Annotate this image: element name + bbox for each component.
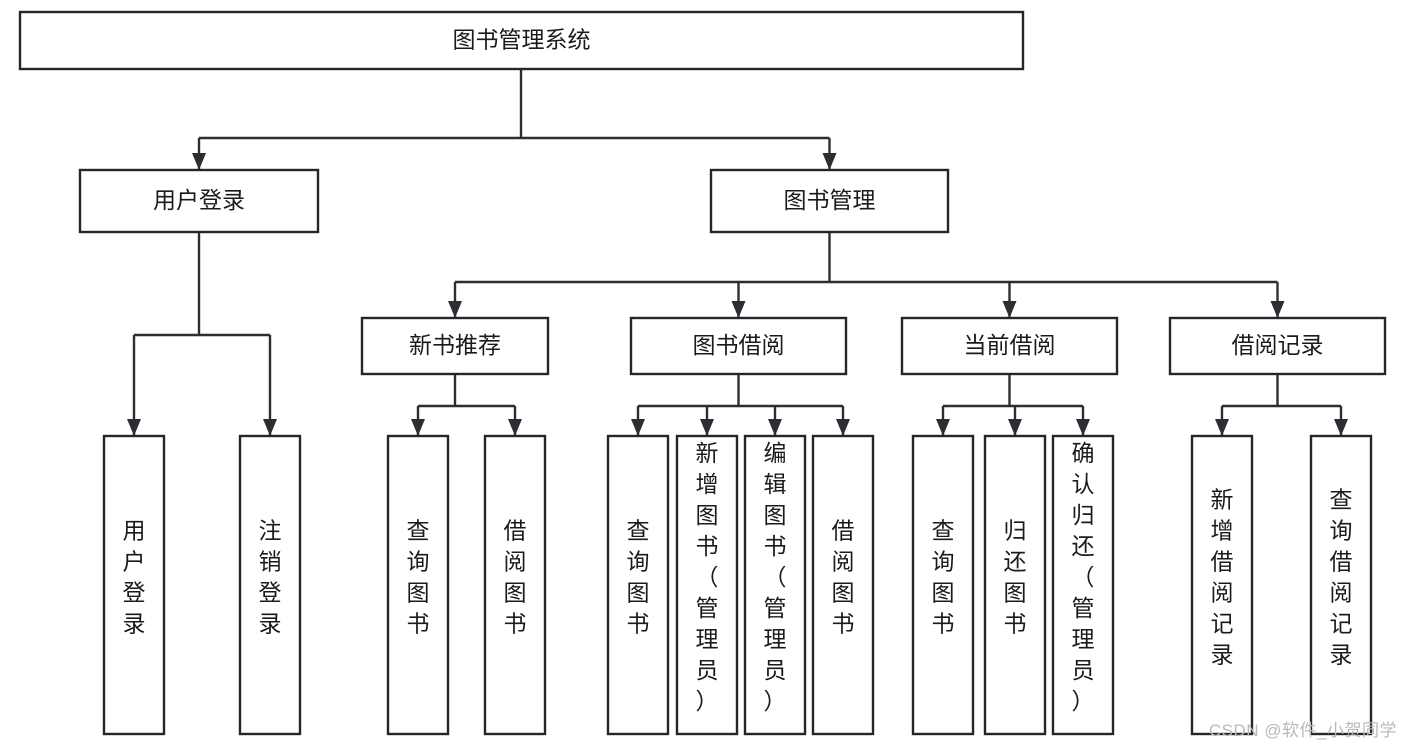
node-leaf-query-book-borrow[interactable]: 查询图书 — [606, 434, 670, 736]
node-label-leaf-logout: 注销登录 — [259, 518, 282, 637]
arrow-to-user-login — [192, 153, 206, 170]
node-leaf-user-login[interactable]: 用户登录 — [102, 434, 166, 736]
node-box-leaf-add-book — [675, 434, 739, 736]
node-box-user-login — [78, 168, 320, 234]
node-label-leaf-add-borrow-record: 新增借阅记录 — [1211, 487, 1234, 668]
node-label-leaf-edit-book: 编辑图书（管理员） — [764, 440, 787, 714]
node-leaf-query-book-current[interactable]: 查询图书 — [911, 434, 975, 736]
node-box-leaf-query-borrow-record — [1309, 434, 1373, 736]
node-label-leaf-return-book: 归还图书 — [1004, 518, 1027, 637]
node-label-borrow-record: 借阅记录 — [1232, 332, 1324, 358]
node-box-book-borrow — [629, 316, 848, 376]
node-book-manage[interactable]: 图书管理 — [709, 168, 950, 234]
arrow-to-current-borrow — [1002, 301, 1017, 318]
node-layer: 图书管理系统用户登录图书管理新书推荐图书借阅当前借阅借阅记录用户登录注销登录查询… — [18, 10, 1387, 736]
node-label-leaf-borrow-book: 借阅图书 — [832, 518, 855, 637]
arrow-to-leaf-query-book-borrow — [631, 419, 645, 436]
node-leaf-borrow-book-recommend[interactable]: 借阅图书 — [483, 434, 547, 736]
node-label-book-manage: 图书管理 — [784, 187, 876, 213]
node-leaf-query-book-recommend[interactable]: 查询图书 — [386, 434, 450, 736]
node-label-leaf-add-book: 新增图书（管理员） — [696, 440, 719, 714]
node-box-leaf-query-book-recommend — [386, 434, 450, 736]
connector-layer — [127, 69, 1348, 436]
node-label-new-book-recommend: 新书推荐 — [409, 332, 501, 358]
node-label-leaf-confirm-return: 确认归还（管理员） — [1072, 440, 1095, 714]
node-box-book-manage — [709, 168, 950, 234]
node-box-leaf-edit-book — [743, 434, 807, 736]
arrow-to-leaf-query-borrow-record — [1334, 419, 1348, 436]
node-current-borrow[interactable]: 当前借阅 — [900, 316, 1119, 376]
node-label-leaf-query-book-borrow: 查询图书 — [627, 518, 650, 637]
node-root[interactable]: 图书管理系统 — [18, 10, 1025, 71]
node-leaf-confirm-return[interactable]: 确认归还（管理员） — [1051, 434, 1115, 736]
node-box-borrow-record — [1168, 316, 1387, 376]
node-new-book-recommend[interactable]: 新书推荐 — [360, 316, 550, 376]
node-leaf-borrow-book[interactable]: 借阅图书 — [811, 434, 875, 736]
arrow-to-leaf-edit-book — [768, 419, 782, 436]
arrow-to-leaf-add-borrow-record — [1215, 419, 1229, 436]
node-box-root — [18, 10, 1025, 71]
node-box-new-book-recommend — [360, 316, 550, 376]
node-box-leaf-borrow-book — [811, 434, 875, 736]
arrow-to-leaf-add-book — [700, 419, 714, 436]
node-box-current-borrow — [900, 316, 1119, 376]
arrow-to-leaf-borrow-book-recommend — [508, 419, 522, 436]
node-label-leaf-query-book-current: 查询图书 — [932, 518, 955, 637]
node-borrow-record[interactable]: 借阅记录 — [1168, 316, 1387, 376]
node-leaf-return-book[interactable]: 归还图书 — [983, 434, 1047, 736]
node-box-leaf-borrow-book-recommend — [483, 434, 547, 736]
node-label-user-login: 用户登录 — [153, 187, 245, 213]
arrow-to-book-manage — [822, 153, 837, 170]
node-box-leaf-return-book — [983, 434, 1047, 736]
node-label-root: 图书管理系统 — [453, 27, 591, 53]
node-leaf-edit-book[interactable]: 编辑图书（管理员） — [743, 434, 807, 736]
node-label-leaf-user-login: 用户登录 — [123, 518, 146, 637]
arrow-to-leaf-confirm-return — [1076, 419, 1090, 436]
node-label-leaf-query-book-recommend: 查询图书 — [407, 518, 430, 637]
node-box-leaf-confirm-return — [1051, 434, 1115, 736]
node-label-leaf-borrow-book-recommend: 借阅图书 — [504, 518, 527, 637]
arrow-to-leaf-return-book — [1008, 419, 1022, 436]
node-leaf-add-borrow-record[interactable]: 新增借阅记录 — [1190, 434, 1254, 736]
node-box-leaf-add-borrow-record — [1190, 434, 1254, 736]
arrow-to-leaf-logout — [263, 419, 277, 436]
arrow-to-book-borrow — [731, 301, 746, 318]
arrow-to-leaf-user-login — [127, 419, 141, 436]
csdn-watermark: CSDN @软件_小贺同学 — [1208, 721, 1397, 740]
arrow-to-leaf-borrow-book — [836, 419, 850, 436]
node-user-login[interactable]: 用户登录 — [78, 168, 320, 234]
node-label-current-borrow: 当前借阅 — [964, 332, 1056, 358]
node-leaf-query-borrow-record[interactable]: 查询借阅记录 — [1309, 434, 1373, 736]
node-label-leaf-query-borrow-record: 查询借阅记录 — [1330, 487, 1353, 668]
arrow-to-new-book-recommend — [448, 301, 462, 318]
arrow-to-leaf-query-book-current — [936, 419, 950, 436]
arrow-to-borrow-record — [1270, 301, 1285, 318]
node-box-leaf-query-book-current — [911, 434, 975, 736]
node-box-leaf-logout — [238, 434, 302, 736]
node-leaf-logout[interactable]: 注销登录 — [238, 434, 302, 736]
node-book-borrow[interactable]: 图书借阅 — [629, 316, 848, 376]
node-label-book-borrow: 图书借阅 — [693, 332, 785, 358]
node-box-leaf-query-book-borrow — [606, 434, 670, 736]
node-box-leaf-user-login — [102, 434, 166, 736]
node-leaf-add-book[interactable]: 新增图书（管理员） — [675, 434, 739, 736]
arrow-to-leaf-query-book-recommend — [411, 419, 425, 436]
